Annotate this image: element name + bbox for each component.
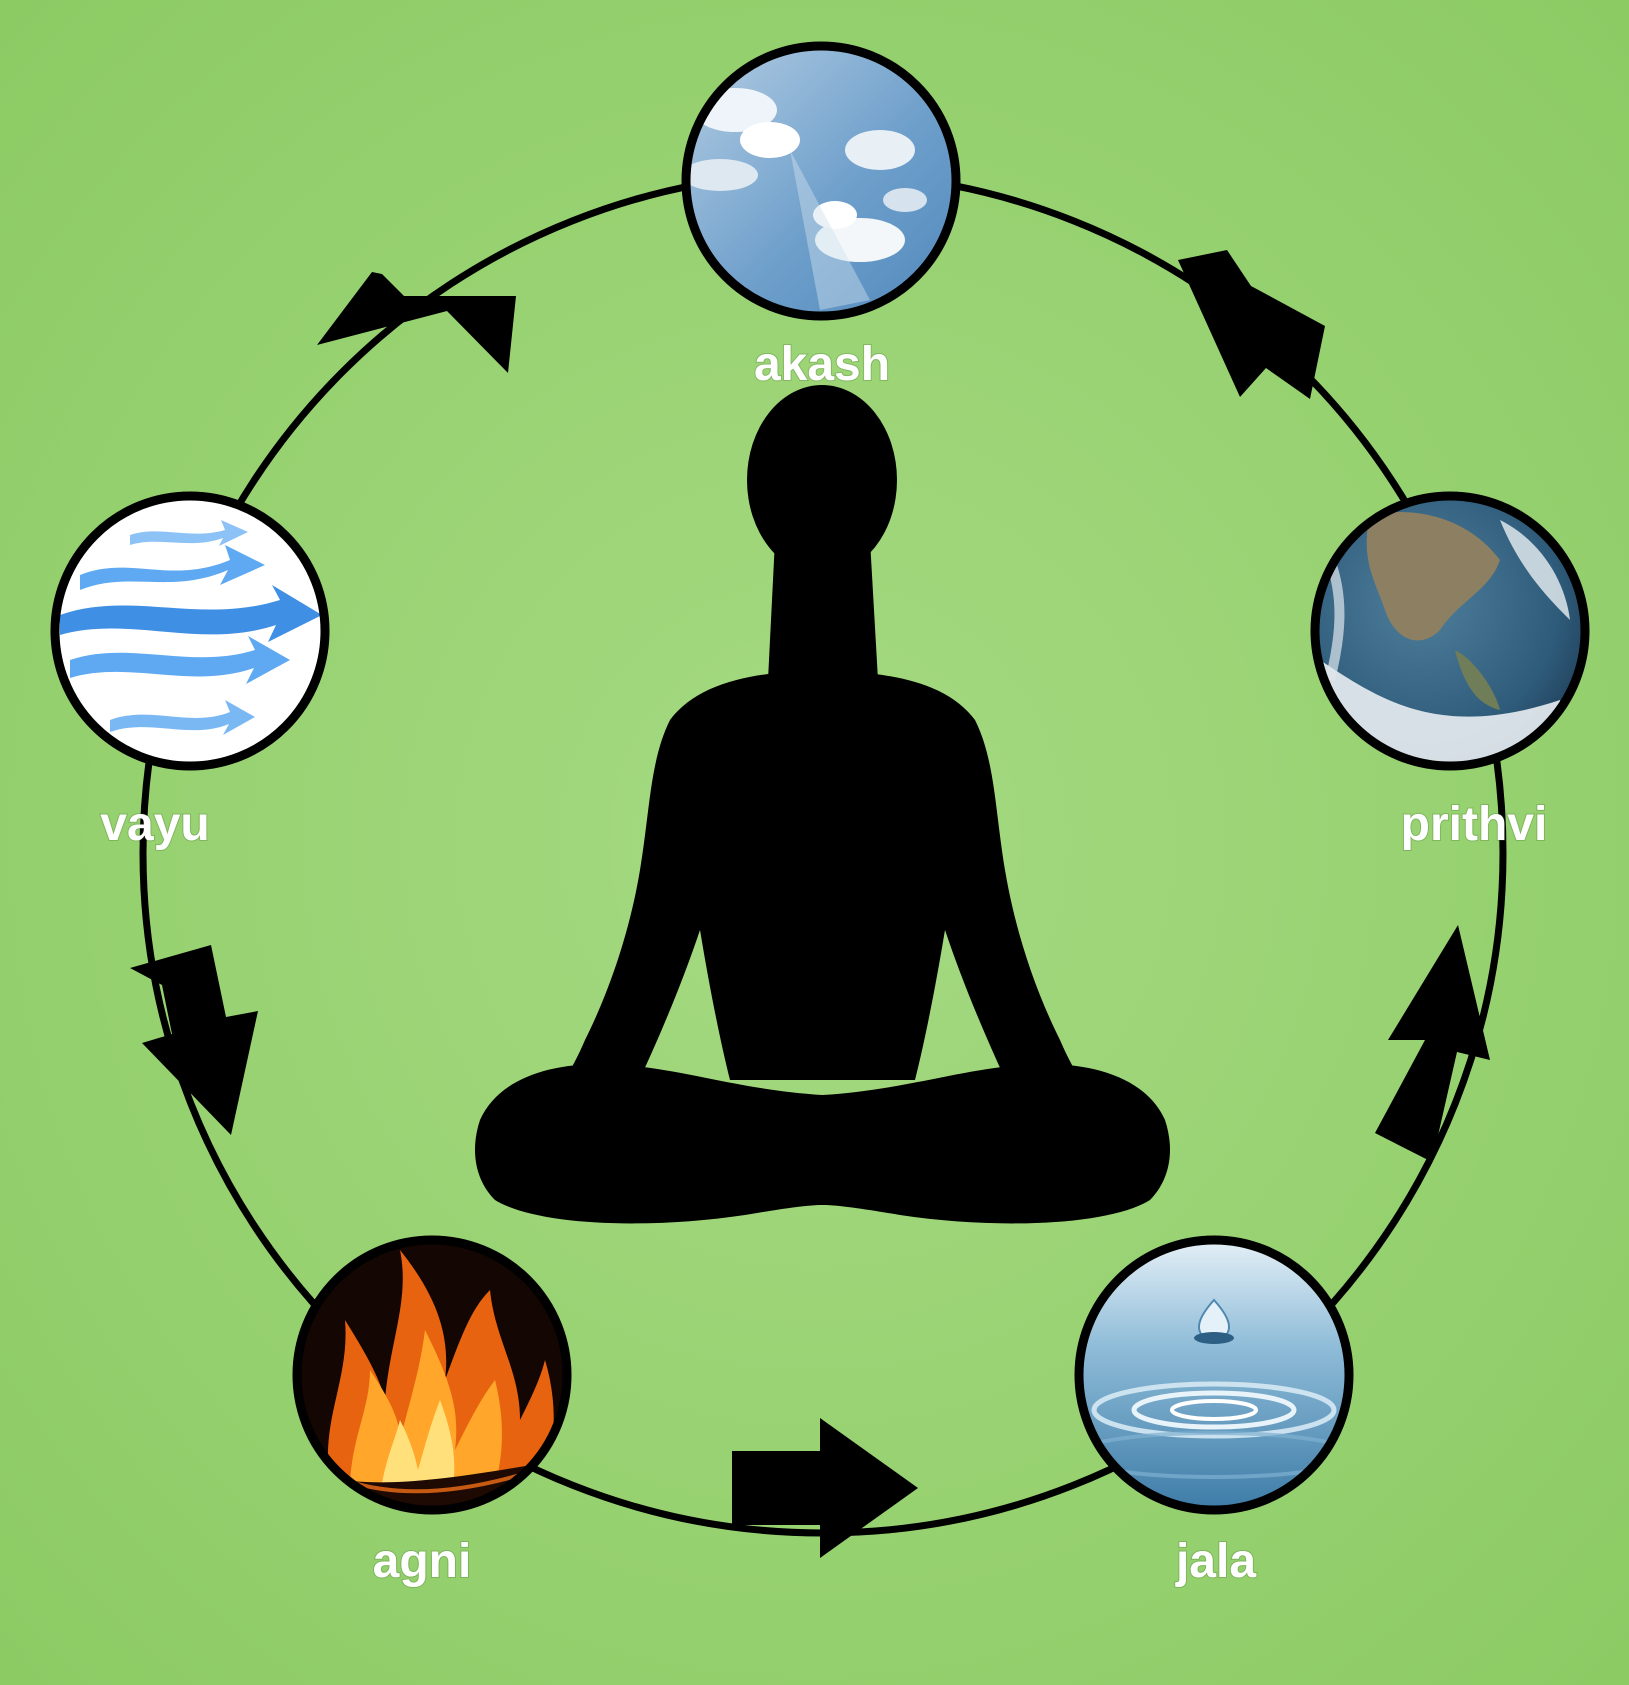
earth-globe-icon: [1315, 496, 1585, 766]
label-prithvi: prithvi: [1401, 798, 1548, 851]
arrow-agni-to-jala-icon: [732, 1418, 918, 1558]
direction-arrows: [130, 250, 1490, 1558]
arrow-prithvi-to-akash-icon: [1178, 250, 1325, 399]
meditating-person-silhouette-icon: [475, 385, 1170, 1224]
label-akash: akash: [754, 338, 890, 391]
wind-arrows-icon: [55, 496, 325, 766]
element-vayu: [50, 491, 330, 771]
element-jala: [1074, 1235, 1354, 1515]
arrow-vayu-to-agni-icon: [130, 945, 258, 1135]
water-drop-icon: [1079, 1240, 1349, 1510]
element-prithvi: [1310, 491, 1590, 771]
element-akash: [681, 41, 961, 321]
arrow-akash-to-vayu-icon: [317, 272, 516, 373]
label-jala: jala: [1175, 1535, 1256, 1588]
sky-clouds-icon: [686, 46, 956, 316]
label-vayu: vayu: [100, 798, 209, 851]
arrow-jala-to-prithvi-icon: [1375, 925, 1490, 1162]
label-agni: agni: [373, 1535, 472, 1588]
